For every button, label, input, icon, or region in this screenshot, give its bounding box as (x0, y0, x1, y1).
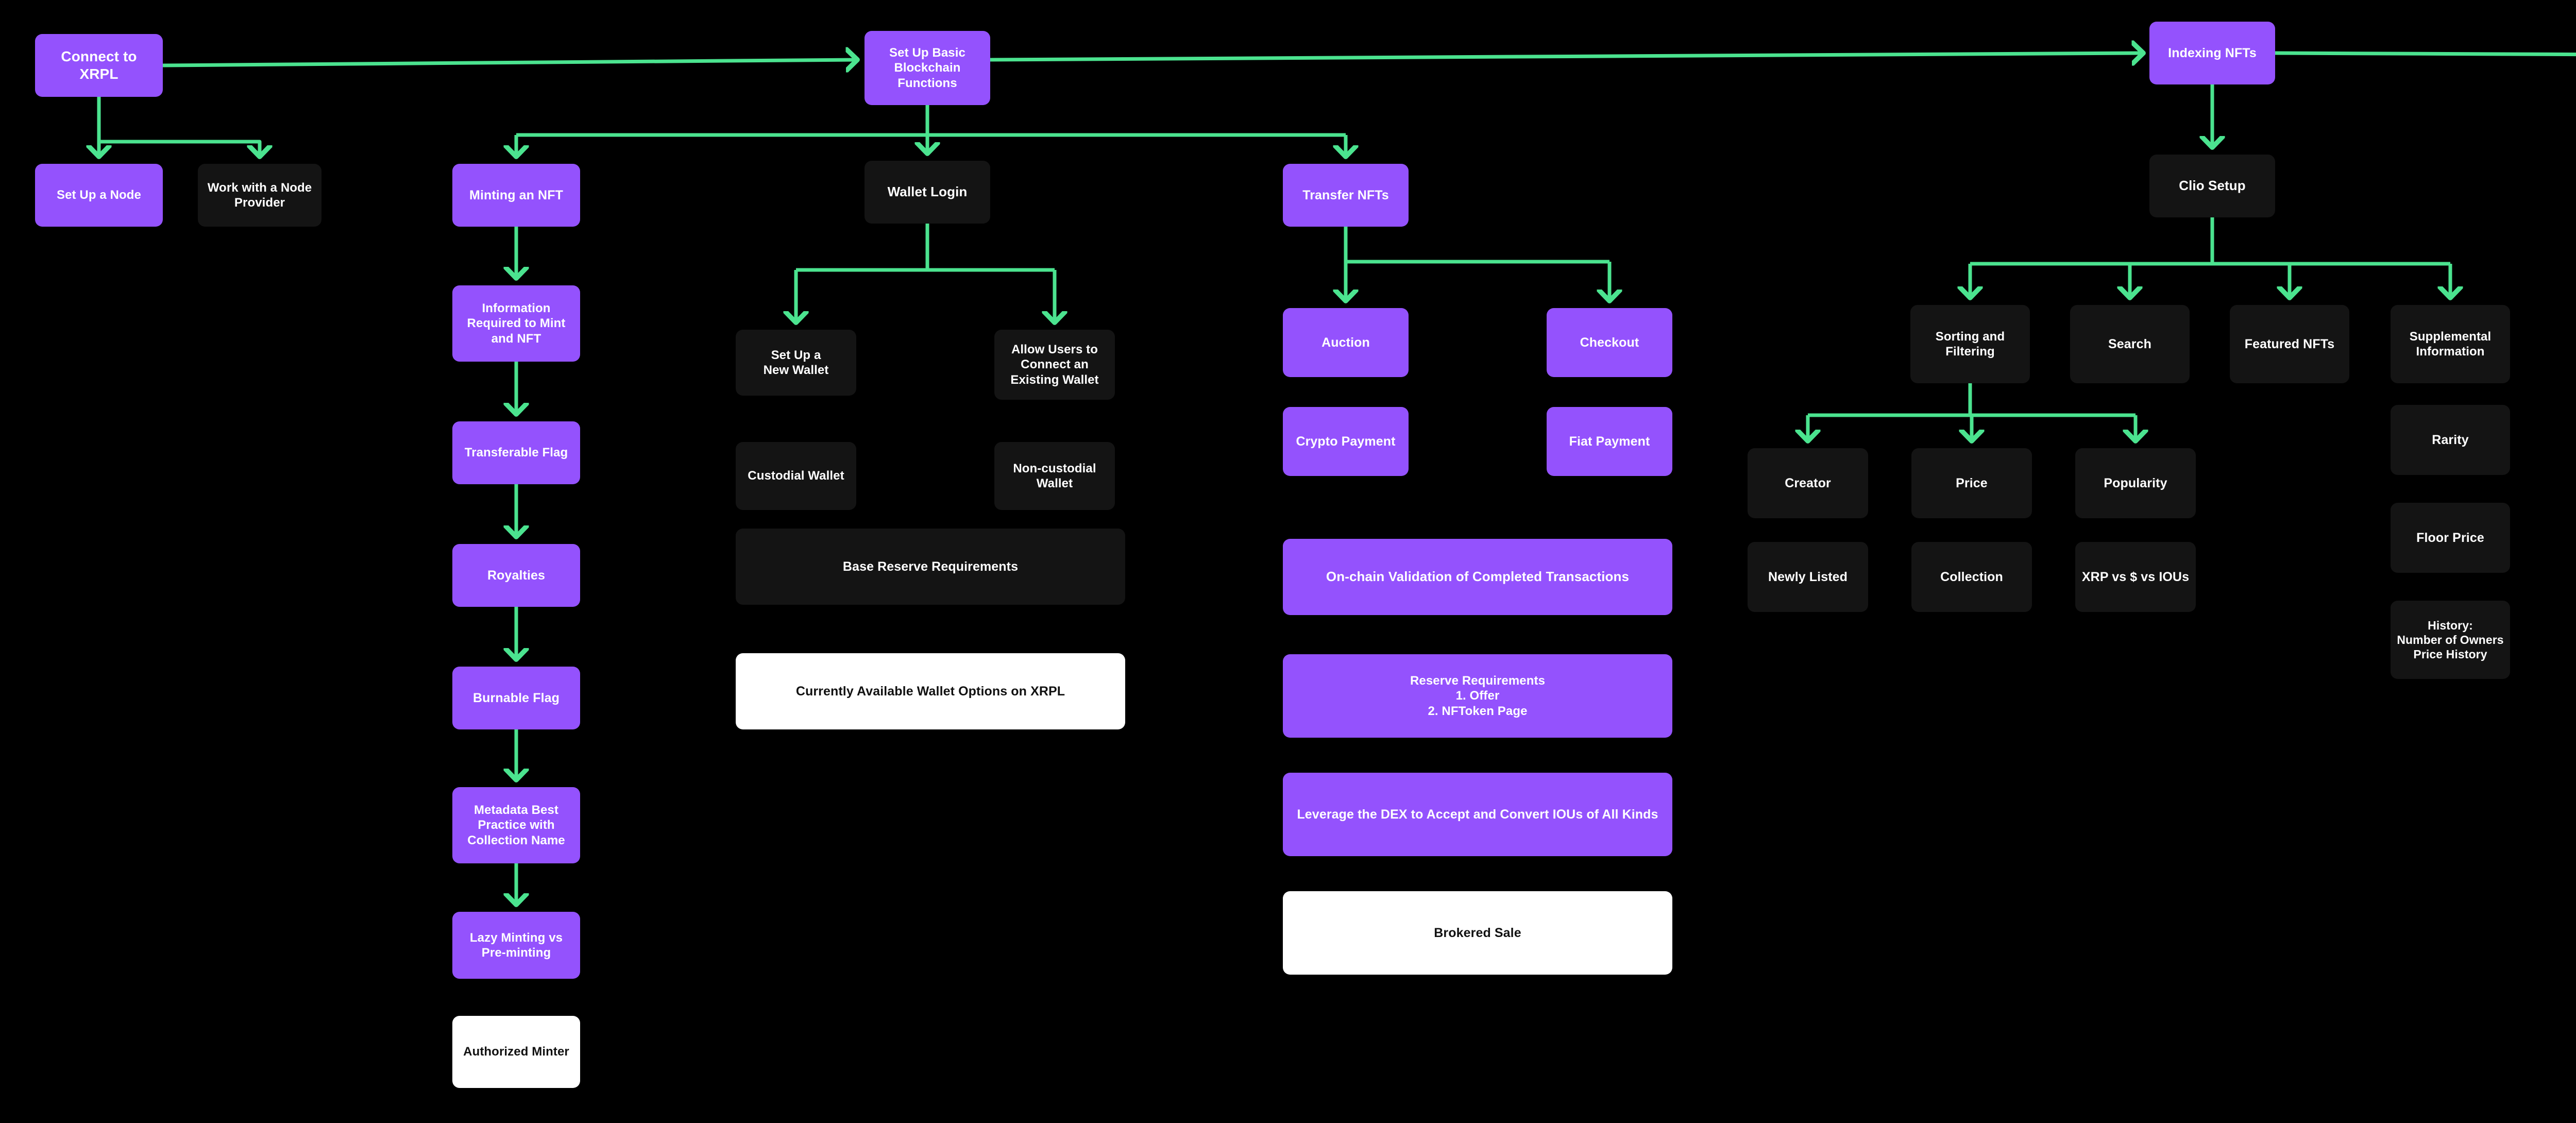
node-royalties[interactable]: Royalties (452, 544, 580, 607)
node-label: Indexing NFTs (2168, 45, 2257, 60)
node-checkout[interactable]: Checkout (1547, 308, 1672, 377)
node-burnable-flag[interactable]: Burnable Flag (452, 667, 580, 729)
node-lazy-minting-vs-pre-minting[interactable]: Lazy Minting vs Pre-minting (452, 912, 580, 979)
node-label: Creator (1785, 475, 1831, 490)
node-label: Base Reserve Requirements (842, 559, 1019, 574)
node-label: Set Up a Node (57, 188, 141, 202)
edge-connect-to-nodeprovider (97, 97, 260, 155)
node-label: Allow Users to Connect an Existing Walle… (1010, 343, 1099, 387)
node-fiat-payment[interactable]: Fiat Payment (1547, 407, 1672, 476)
node-currently-available-wallet-options-on-xrpl[interactable]: Currently Available Wallet Options on XR… (736, 653, 1125, 729)
node-work-with-a-node-provider[interactable]: Work with a Node Provider (198, 164, 321, 227)
node-custodial-wallet[interactable]: Custodial Wallet (736, 442, 856, 510)
node-transfer-nfts[interactable]: Transfer NFTs (1283, 164, 1409, 227)
node-auction[interactable]: Auction (1283, 308, 1409, 377)
node-base-reserve-requirements[interactable]: Base Reserve Requirements (736, 529, 1125, 605)
node-indexing-nfts[interactable]: Indexing NFTs (2149, 22, 2275, 84)
node-sorting-and-filtering[interactable]: Sorting and Filtering (1910, 305, 2030, 383)
node-label: Currently Available Wallet Options on XR… (795, 684, 1065, 699)
node-label: Leverage the DEX to Accept and Convert I… (1297, 807, 1658, 822)
node-leverage-the-dex[interactable]: Leverage the DEX to Accept and Convert I… (1283, 773, 1672, 856)
node-label: Set Up a New Wallet (763, 348, 829, 377)
node-label: Authorized Minter (463, 1045, 569, 1059)
node-label: Auction (1321, 335, 1370, 350)
node-label: Fiat Payment (1569, 434, 1650, 449)
node-label: Work with a Node Provider (207, 180, 312, 210)
node-label: Clio Setup (2179, 178, 2246, 194)
node-clio-setup[interactable]: Clio Setup (2149, 155, 2275, 217)
node-label: Minting an NFT (469, 188, 563, 202)
node-information-required-to-mint-and-nft[interactable]: Information Required to Mint and NFT (452, 285, 580, 362)
node-wallet-login[interactable]: Wallet Login (865, 161, 990, 224)
node-label: History: Number of Owners Price History (2397, 618, 2504, 661)
node-label: Non-custodial Wallet (1013, 461, 1096, 490)
node-label: Collection (1940, 569, 2003, 584)
node-newly-listed[interactable]: Newly Listed (1748, 542, 1868, 612)
node-connect-to-xrpl[interactable]: Connect to XRPL (35, 34, 163, 97)
node-set-up-basic-blockchain-functions[interactable]: Set Up Basic Blockchain Functions (865, 31, 990, 105)
node-transferable-flag[interactable]: Transferable Flag (452, 421, 580, 484)
node-allow-users-to-connect-an-existing-wallet[interactable]: Allow Users to Connect an Existing Walle… (994, 330, 1115, 400)
node-price[interactable]: Price (1911, 448, 2032, 518)
node-label: Popularity (2104, 475, 2167, 490)
node-reserve-requirements[interactable]: Reserve Requirements 1. Offer 2. NFToken… (1283, 654, 1672, 738)
node-label: XRP vs $ vs IOUs (2081, 569, 2190, 584)
edge-basicfns-to-indexing (990, 53, 2141, 60)
node-xrp-vs-dollar-vs-ious[interactable]: XRP vs $ vs IOUs (2075, 542, 2196, 612)
node-label: Connect to XRPL (61, 48, 137, 82)
node-label: Sorting and Filtering (1935, 329, 2005, 359)
node-label: Set Up Basic Blockchain Functions (889, 46, 965, 90)
node-label: Brokered Sale (1434, 925, 1521, 940)
node-label: On-chain Validation of Completed Transac… (1326, 569, 1630, 585)
node-collection[interactable]: Collection (1911, 542, 2032, 612)
node-label: Transfer NFTs (1302, 188, 1389, 202)
node-creator[interactable]: Creator (1748, 448, 1868, 518)
node-floor-price[interactable]: Floor Price (2391, 503, 2510, 573)
node-label: Price (1956, 475, 1988, 490)
node-minting-an-nft[interactable]: Minting an NFT (452, 164, 580, 227)
node-label: Metadata Best Practice with Collection N… (467, 803, 565, 847)
node-label: Checkout (1580, 335, 1639, 350)
node-non-custodial-wallet[interactable]: Non-custodial Wallet (994, 442, 1115, 510)
node-label: Floor Price (2416, 530, 2484, 545)
node-featured-nfts[interactable]: Featured NFTs (2230, 305, 2349, 383)
node-label: Custodial Wallet (748, 469, 844, 483)
node-set-up-a-node[interactable]: Set Up a Node (35, 164, 163, 227)
node-label: Burnable Flag (473, 690, 560, 705)
node-metadata-best-practice-with-collection-name[interactable]: Metadata Best Practice with Collection N… (452, 787, 580, 863)
node-popularity[interactable]: Popularity (2075, 448, 2196, 518)
node-rarity[interactable]: Rarity (2391, 405, 2510, 475)
node-on-chain-validation-of-completed-transactions[interactable]: On-chain Validation of Completed Transac… (1283, 539, 1672, 615)
edge-connect-to-basicfns (162, 60, 855, 65)
node-crypto-payment[interactable]: Crypto Payment (1283, 407, 1409, 476)
node-supplemental-information[interactable]: Supplemental Information (2391, 305, 2510, 383)
node-history-number-of-owners-price-history[interactable]: History: Number of Owners Price History (2391, 601, 2510, 679)
node-label: Wallet Login (887, 184, 968, 200)
node-search[interactable]: Search (2070, 305, 2190, 383)
node-label: Supplemental Information (2409, 329, 2492, 359)
node-label: Newly Listed (1768, 569, 1848, 584)
node-brokered-sale[interactable]: Brokered Sale (1283, 891, 1672, 975)
edge-indexing-to-caching (2275, 51, 2576, 57)
node-set-up-a-new-wallet[interactable]: Set Up a New Wallet (736, 330, 856, 396)
node-label: Information Required to Mint and NFT (467, 301, 566, 346)
node-label: Crypto Payment (1296, 434, 1396, 449)
node-label: Featured NFTs (2244, 336, 2335, 351)
node-label: Transferable Flag (464, 446, 568, 460)
node-label: Reserve Requirements 1. Offer 2. NFToken… (1410, 674, 1546, 718)
node-label: Search (2108, 336, 2151, 351)
node-authorized-minter[interactable]: Authorized Minter (452, 1016, 580, 1088)
node-label: Royalties (487, 568, 546, 583)
node-label: Lazy Minting vs Pre-minting (469, 930, 563, 960)
node-label: Rarity (2432, 432, 2469, 447)
